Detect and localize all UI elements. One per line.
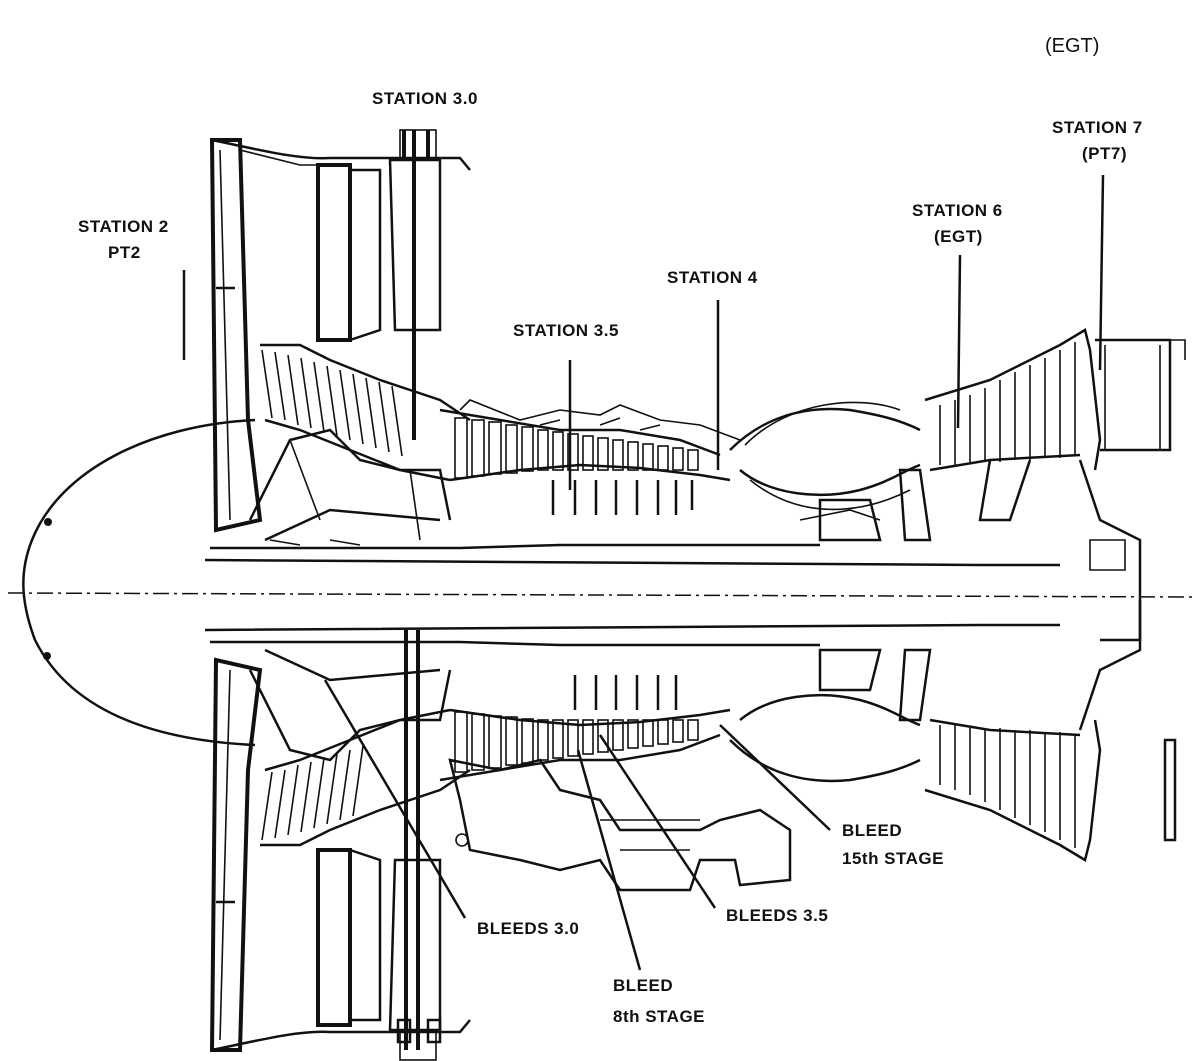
corner-egt-label: (EGT) <box>1045 35 1099 57</box>
engine-upper-half <box>22 129 1186 747</box>
engine-centerline <box>7 592 1196 598</box>
label-bleeds-3-5: BLEEDS 3.5 <box>726 906 828 925</box>
label-15th-stage: 15th STAGE <box>842 849 944 868</box>
accessory-gearbox <box>396 758 792 1044</box>
fan-blade-upper <box>209 138 263 533</box>
leader-bleeds-3-0 <box>323 679 467 919</box>
fan-frame-strut <box>316 163 352 342</box>
leader-station-7 <box>1098 174 1105 371</box>
label-pt2: PT2 <box>108 243 141 262</box>
label-station-2: STATION 2 <box>78 217 169 236</box>
leader-bleeds-3-5 <box>598 734 717 909</box>
bleed-labels: BLEEDS 3.0 BLEEDS 3.5 BLEED 8th STAGE BL… <box>477 821 944 1026</box>
label-egt: (EGT) <box>934 227 983 246</box>
label-bleed-15th: BLEED <box>842 821 902 840</box>
label-station-6: STATION 6 <box>912 201 1003 220</box>
label-station-3-0: STATION 3.0 <box>372 89 478 108</box>
label-station-4: STATION 4 <box>667 268 758 287</box>
leader-station-6 <box>956 254 962 429</box>
label-bleeds-3-0: BLEEDS 3.0 <box>477 919 579 938</box>
leader-bleed-8th <box>576 749 642 971</box>
label-bleed-8th: BLEED <box>613 976 673 995</box>
station-labels: STATION 3.0 STATION 2 PT2 STATION 3.5 ST… <box>78 89 1143 340</box>
leader-bleed-15th <box>719 724 831 831</box>
label-station-3-5: STATION 3.5 <box>513 321 619 340</box>
leader-lines <box>182 174 1105 971</box>
label-pt7: (PT7) <box>1082 144 1127 163</box>
label-station-7: STATION 7 <box>1052 118 1143 137</box>
nose-cone <box>22 418 256 747</box>
label-8th-stage: 8th STAGE <box>613 1007 705 1026</box>
